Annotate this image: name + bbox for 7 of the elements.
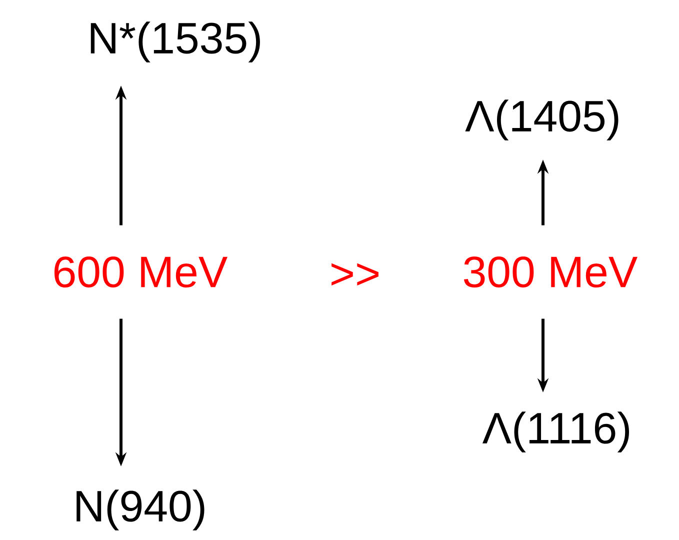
particle-label: Λ(1405) bbox=[465, 100, 618, 140]
comparison-sign: >> bbox=[332, 263, 378, 286]
value-label: 300 MeV bbox=[464, 256, 638, 288]
particle-label: N(940) bbox=[76, 490, 204, 530]
particle-label: N*(1535) bbox=[90, 22, 260, 62]
value-label: 600 MeV bbox=[54, 256, 228, 288]
particle-label: Λ(1116) bbox=[482, 412, 630, 452]
